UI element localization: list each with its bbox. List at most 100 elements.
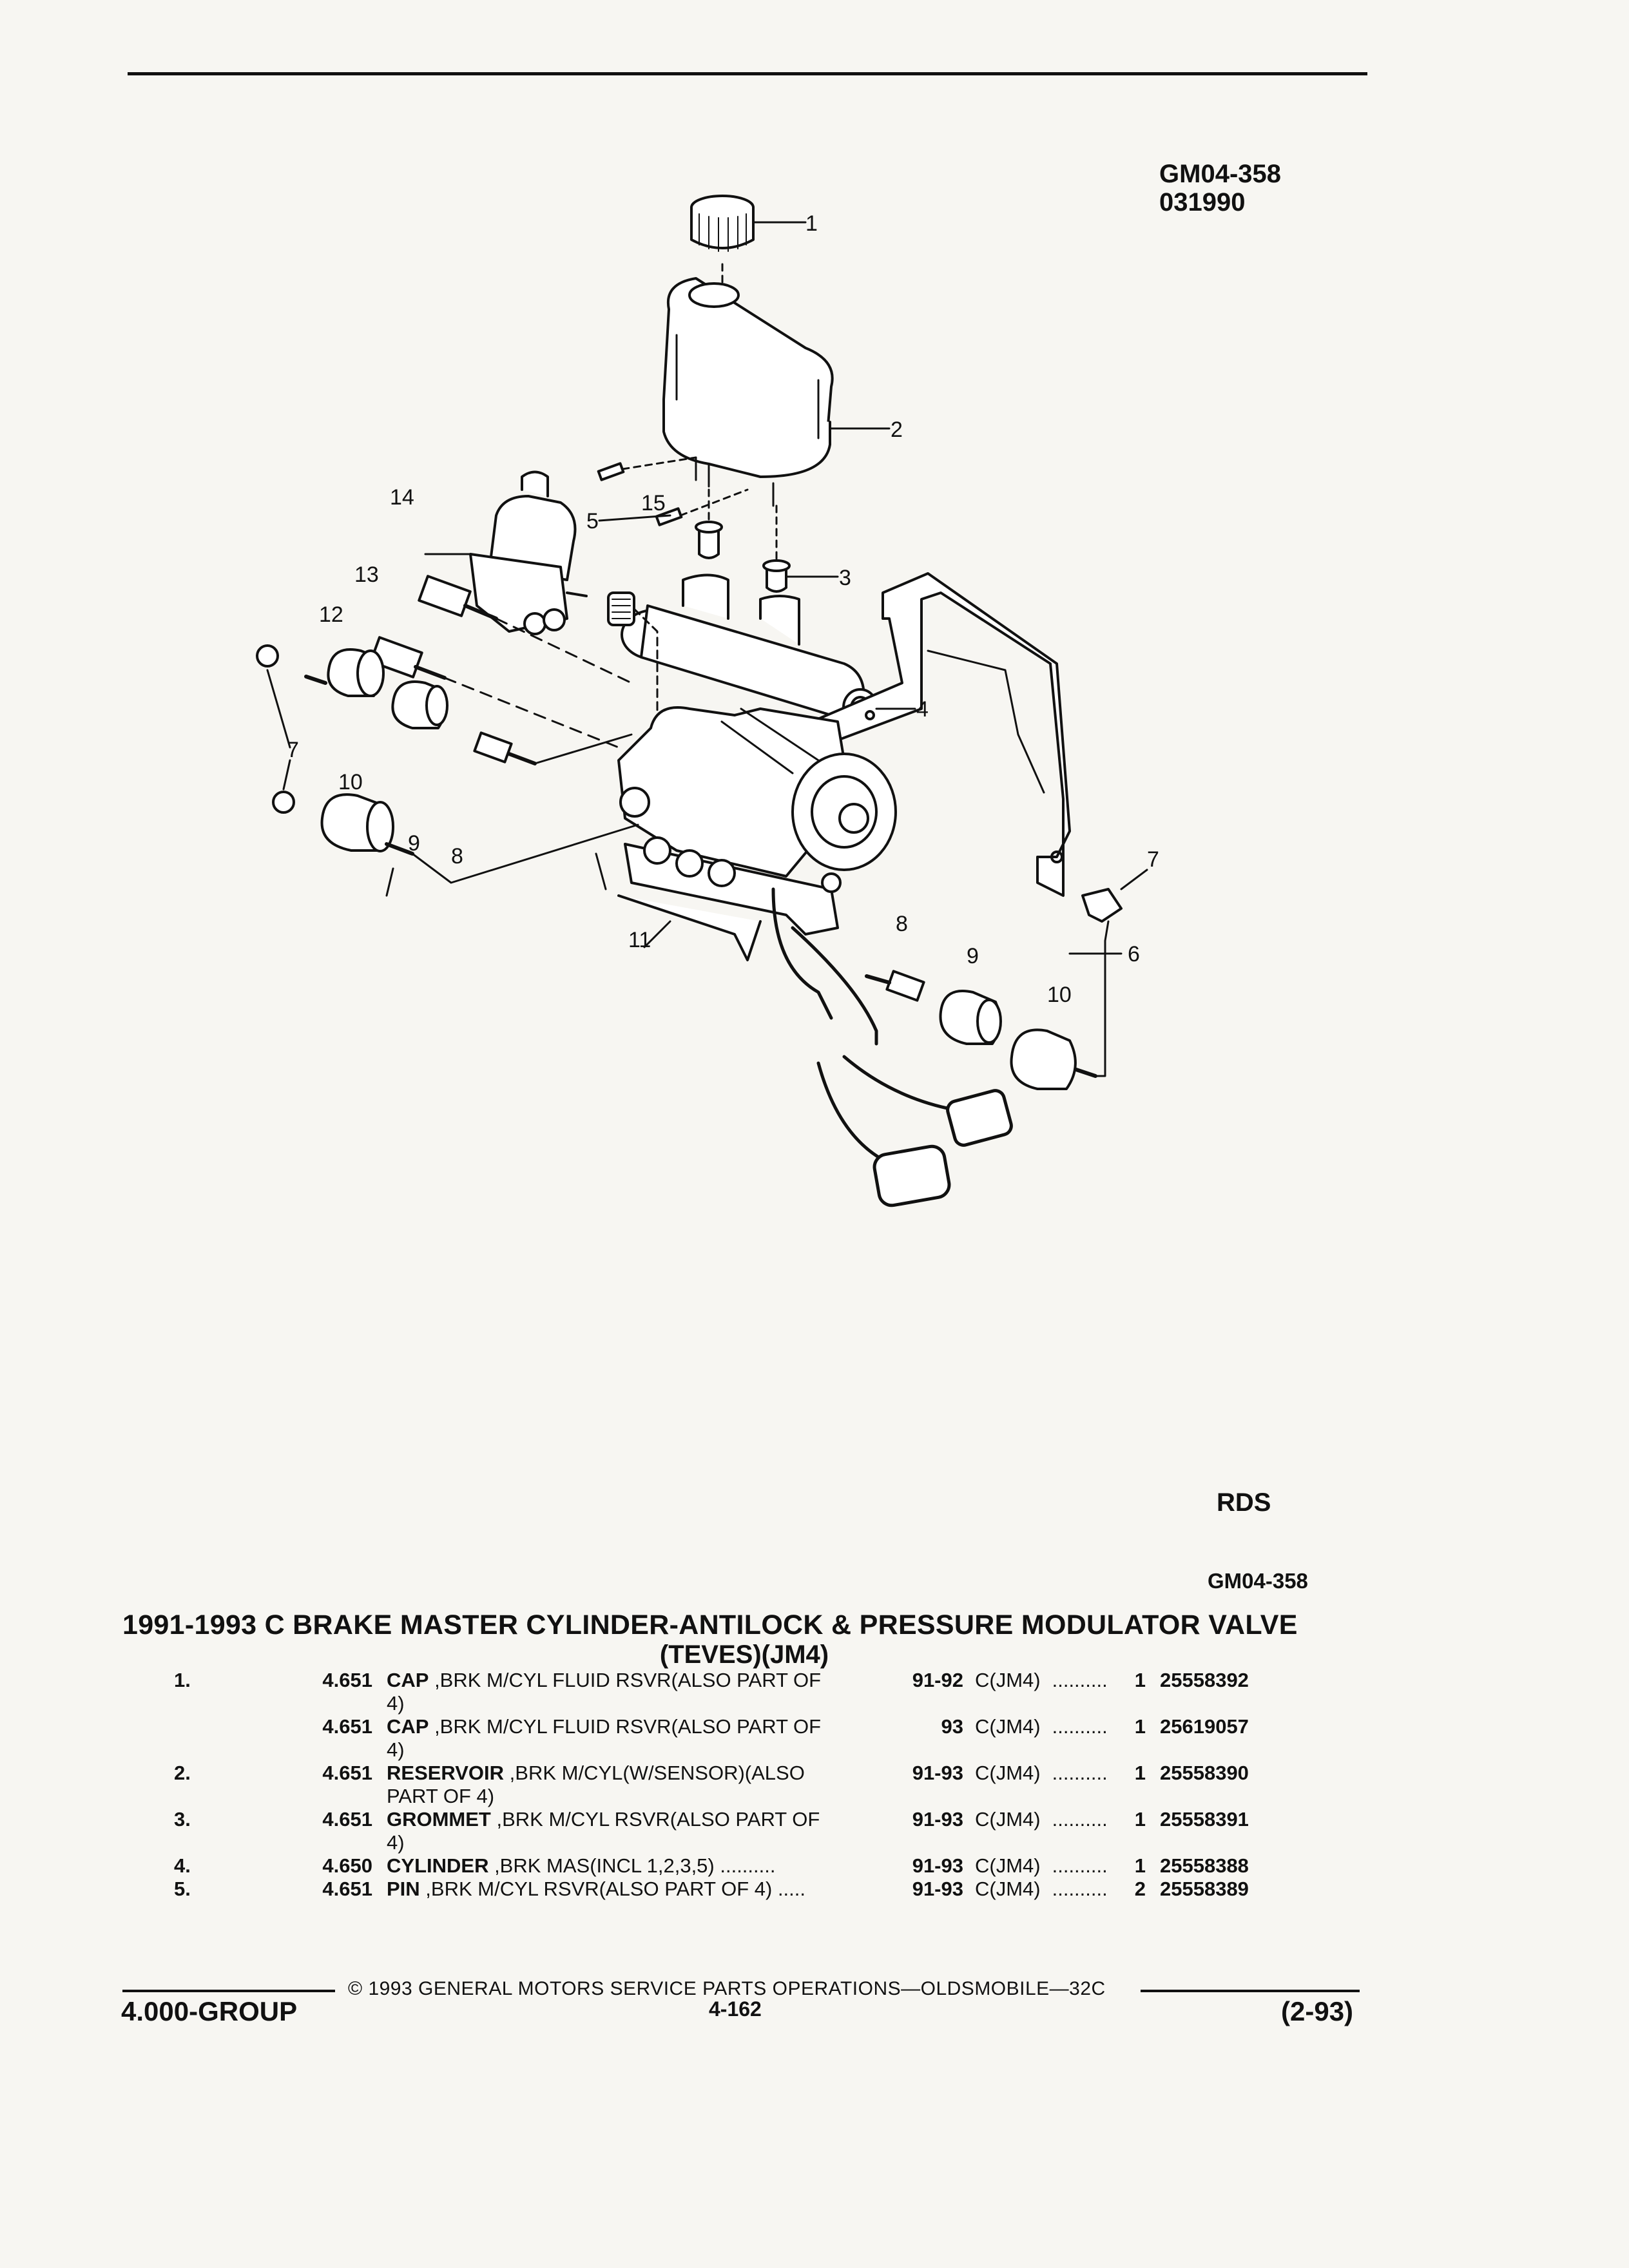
callout-7-left: 7 [287,738,299,762]
model-years: 91-92 [912,1669,963,1691]
group-number: 4.651 [322,1762,372,1784]
part-description: CAP ,BRK M/CYL FLUID RSVR(ALSO PART OF 4) [387,1669,892,1715]
grommet-part [695,521,791,593]
callout-11: 11 [628,928,651,952]
leader-dots: .......... [1052,1762,1108,1784]
illustration-id: GM04-358 [1159,160,1281,188]
item-number: 2. [174,1762,191,1784]
item-number: 3. [174,1808,191,1831]
part-detail: ,BRK MAS(INCL 1,2,3,5) .......... [488,1854,776,1877]
right-mount-parts [865,888,1123,1090]
wiring-harness-part [771,887,1013,1207]
part-detail: ,BRK M/CYL FLUID RSVR(ALSO PART OF [429,1715,822,1738]
part-detail-cont: 4) [387,1831,405,1854]
application-code: C(JM4) [975,1854,1041,1877]
application: C(JM4).......... [975,1854,1120,1878]
callout-3: 3 [839,566,851,590]
illustration-code: GM04-358 031990 [1159,160,1281,216]
callout-14: 14 [390,485,414,510]
quantity: 1 [1134,1669,1146,1691]
group-number: 4.651 [322,1669,372,1691]
part-number: 25558392 [1160,1669,1249,1691]
part-detail: ,BRK M/CYL FLUID RSVR(ALSO PART OF [429,1669,822,1691]
model-years: 91-93 [912,1762,963,1784]
application-code: C(JM4) [975,1808,1041,1831]
callout-7-right: 7 [1147,847,1159,872]
leader-dots: .......... [1052,1669,1108,1691]
footer-rule-left [122,1990,335,1992]
pressure-modulator-valve-part [469,470,588,635]
model-years: 91-93 [912,1854,963,1877]
application-code: C(JM4) [975,1669,1041,1691]
part-detail: ,BRK M/CYL(W/SENSOR)(ALSO [504,1762,805,1784]
abs-motor-modulator-part [617,706,897,961]
callout-9-right: 9 [967,944,979,968]
part-detail-cont: PART OF 4) [387,1785,495,1807]
part-name: CAP [387,1715,429,1738]
part-description: CYLINDER ,BRK MAS(INCL 1,2,3,5) ........… [387,1854,892,1878]
group-label: 4.000-GROUP [121,1996,298,2026]
part-name: CAP [387,1669,429,1691]
reservoir-pin-part [597,462,683,526]
table-row: 5. 4.651 PIN ,BRK M/CYL RSVR(ALSO PART OF … [129,1878,1282,1901]
reservoir-cap-part [690,195,755,252]
application-code: C(JM4) [975,1878,1041,1900]
part-number: 25558389 [1160,1878,1249,1900]
callout-13: 13 [354,562,379,587]
group-number: 4.650 [322,1854,372,1877]
part-description: RESERVOIR ,BRK M/CYL(W/SENSOR)(ALSO PART … [387,1762,892,1808]
callout-12: 12 [319,602,343,627]
application-code: C(JM4) [975,1762,1041,1784]
model-years: 91-93 [912,1808,963,1831]
application: C(JM4).......... [975,1808,1120,1854]
part-name: GROMMET [387,1808,491,1831]
leader-dots: .......... [1052,1854,1108,1877]
quantity: 1 [1134,1715,1146,1738]
part-number: 25558390 [1160,1762,1249,1784]
callout-10-left: 10 [338,770,363,794]
item-number: 5. [174,1878,191,1900]
model-years: 93 [941,1715,963,1738]
group-number: 4.651 [322,1878,372,1900]
part-detail-cont: 4) [387,1738,405,1761]
callout-labels: 1 2 3 4 5 6 7 7 8 8 9 9 10 10 11 12 13 1… [287,211,1159,1007]
table-row: 4.651 CAP ,BRK M/CYL FLUID RSVR(ALSO PART… [129,1715,1282,1762]
part-number: 25619057 [1160,1715,1249,1738]
part-description: CAP ,BRK M/CYL FLUID RSVR(ALSO PART OF 4) [387,1715,892,1762]
leader-dots: .......... [1052,1878,1108,1900]
callout-8-left: 8 [451,844,463,869]
item-number [129,1715,277,1762]
diagram-corner-label: RDS [1217,1488,1271,1517]
top-rule [128,72,1367,75]
callout-4: 4 [916,697,929,722]
part-detail: ,BRK M/CYL RSVR(ALSO PART OF [490,1808,820,1831]
application: C(JM4).......... [975,1715,1120,1762]
revision-date: (2-93) [1281,1996,1354,2026]
section-title: 1991-1993 C BRAKE MASTER CYLINDER-ANTILO… [122,1610,1298,1640]
leader-dots: .......... [1052,1808,1108,1831]
part-description: GROMMET ,BRK M/CYL RSVR(ALSO PART OF 4) [387,1808,892,1854]
callout-6: 6 [1128,942,1140,966]
part-name: RESERVOIR [387,1762,505,1784]
master-cylinder-part [621,573,878,727]
table-row: 4. 4.650 CYLINDER ,BRK MAS(INCL 1,2,3,5) .… [129,1854,1282,1878]
leader-dots: .......... [1052,1715,1108,1738]
group-number: 4.651 [322,1715,372,1738]
application: C(JM4).......... [975,1878,1120,1901]
part-detail-cont: 4) [387,1692,405,1715]
item-number: 4. [174,1854,191,1877]
callout-2: 2 [891,418,903,442]
part-description: PIN ,BRK M/CYL RSVR(ALSO PART OF 4) ....… [387,1878,892,1901]
table-row: 2. 4.651 RESERVOIR ,BRK M/CYL(W/SENSOR)(AL… [129,1762,1282,1808]
part-number: 25558388 [1160,1854,1249,1877]
left-mount-parts [256,644,537,856]
callout-9-left: 9 [408,831,420,856]
part-name: PIN [387,1878,420,1900]
fitting-part [607,591,635,626]
quantity: 1 [1134,1808,1146,1831]
application: C(JM4).......... [975,1669,1120,1715]
part-number: 25558391 [1160,1808,1249,1831]
